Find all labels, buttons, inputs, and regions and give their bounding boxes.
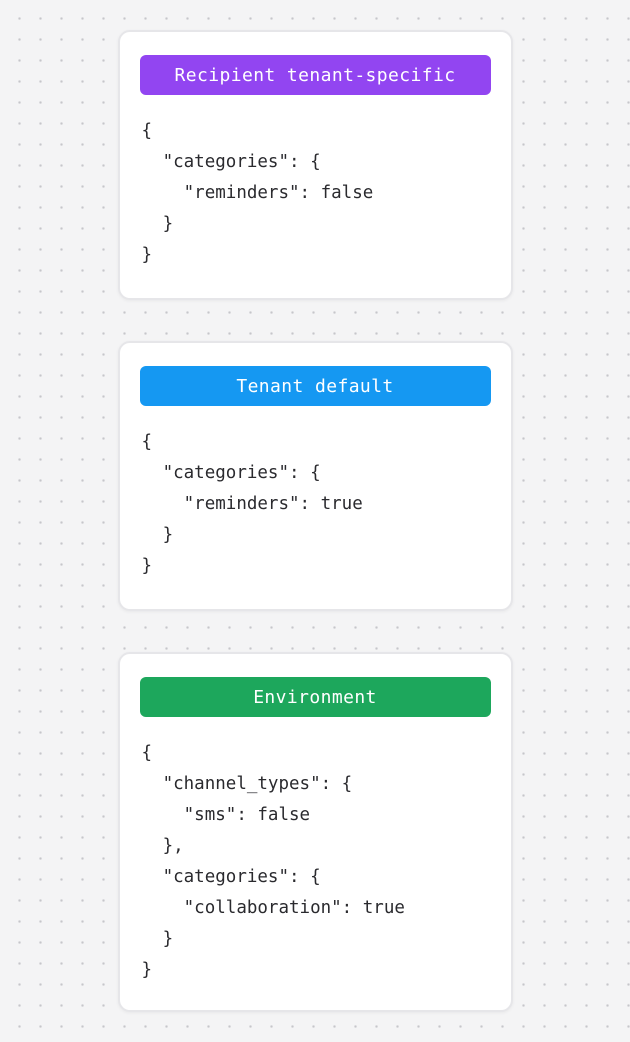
environment-badge: Environment — [139, 677, 491, 717]
card-tenant-default: Tenant default { "categories": { "remind… — [117, 341, 513, 611]
card-environment: Environment { "channel_types": { "sms": … — [117, 652, 513, 1012]
json-code-block: { "channel_types": { "sms": false }, "ca… — [141, 743, 405, 980]
card-recipient-tenant-specific: Recipient tenant-specific { "categories"… — [117, 30, 513, 300]
recipient-tenant-specific-badge: Recipient tenant-specific — [139, 55, 491, 95]
tenant-default-badge: Tenant default — [139, 366, 491, 406]
json-code-block: { "categories": { "reminders": true } } — [141, 432, 363, 576]
json-code-block: { "categories": { "reminders": false } } — [141, 121, 374, 265]
